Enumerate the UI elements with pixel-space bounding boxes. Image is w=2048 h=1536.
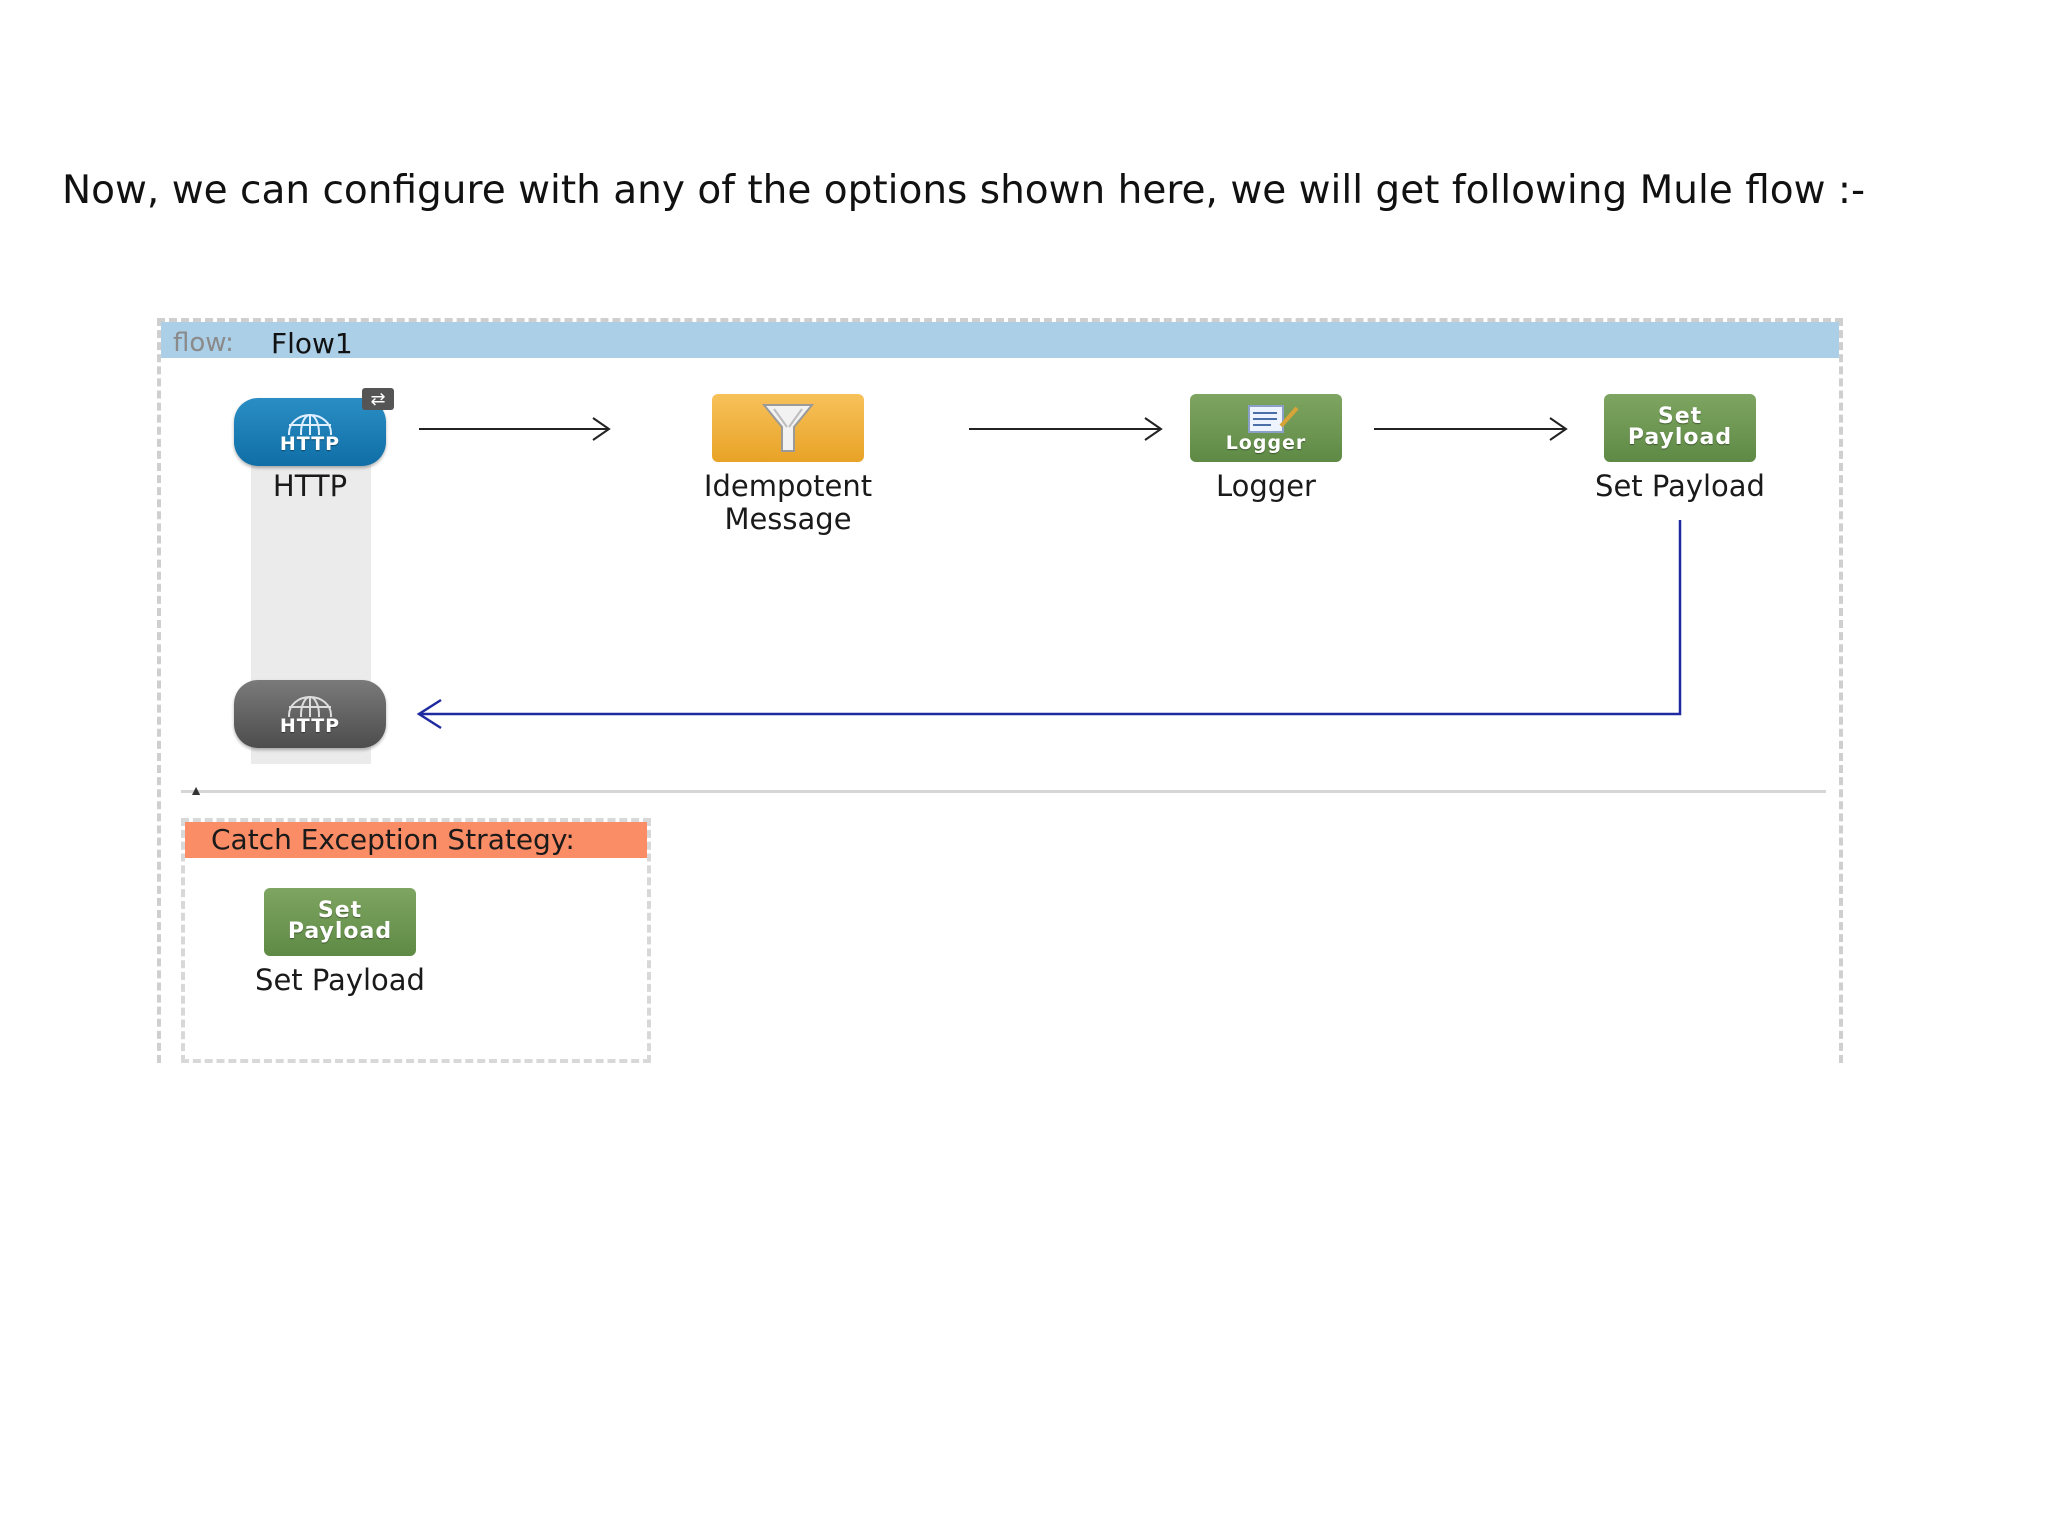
arrow-logger-to-setpayload [1374, 417, 1568, 441]
idempotent-filter-node[interactable] [712, 394, 864, 462]
exception-set-payload-icon-line2: Payload [287, 919, 393, 944]
exception-set-payload-node[interactable]: Set Payload [264, 888, 416, 956]
set-payload-node[interactable]: Set Payload [1604, 394, 1756, 462]
collapse-toggle-icon[interactable]: ▲ [189, 782, 203, 798]
arrow-idempotent-to-logger [969, 417, 1163, 441]
logger-node[interactable]: Logger [1190, 394, 1342, 462]
logger-label: Logger [1216, 469, 1316, 503]
flow-keyword: flow: [173, 328, 234, 358]
set-payload-icon-line1: Set [1657, 404, 1703, 429]
set-payload-label: Set Payload [1595, 469, 1765, 503]
http-icon-text: HTTP [279, 432, 341, 455]
idempotent-label: Idempotent Message [687, 470, 889, 536]
http-response-icon-text: HTTP [279, 714, 341, 737]
exception-set-payload-label: Set Payload [255, 963, 425, 997]
filter-icon [761, 404, 815, 452]
flow-divider [181, 790, 1826, 793]
globe-icon [288, 695, 332, 717]
exception-strategy-title[interactable]: Catch Exception Strategy: [185, 822, 647, 858]
set-payload-icon-line2: Payload [1627, 425, 1733, 450]
arrow-http-to-idempotent [419, 417, 611, 441]
http-label: HTTP [272, 469, 348, 503]
slide-caption: Now, we can configure with any of the op… [62, 168, 1866, 213]
two-way-exchange-icon: ⇄ [362, 388, 394, 410]
mule-flow-canvas: flow: Flow1 HTTP ⇄ HTTP [157, 318, 1843, 1063]
idempotent-label-line2: Message [724, 502, 852, 536]
globe-icon [288, 413, 332, 435]
exception-set-payload-icon-line1: Set [317, 898, 363, 923]
logger-icon-text: Logger [1225, 431, 1307, 454]
http-response-node[interactable]: HTTP [234, 680, 386, 748]
response-return-arrow [416, 520, 1682, 730]
logger-icon [1248, 404, 1299, 433]
http-inbound-node[interactable]: HTTP [234, 398, 386, 466]
flow-name: Flow1 [271, 327, 353, 360]
flow-header[interactable]: flow: Flow1 [161, 322, 1839, 360]
flow-connectors [416, 417, 1682, 730]
idempotent-label-line1: Idempotent [703, 469, 873, 503]
catch-exception-strategy: Catch Exception Strategy: Set Payload Se… [181, 818, 651, 1063]
